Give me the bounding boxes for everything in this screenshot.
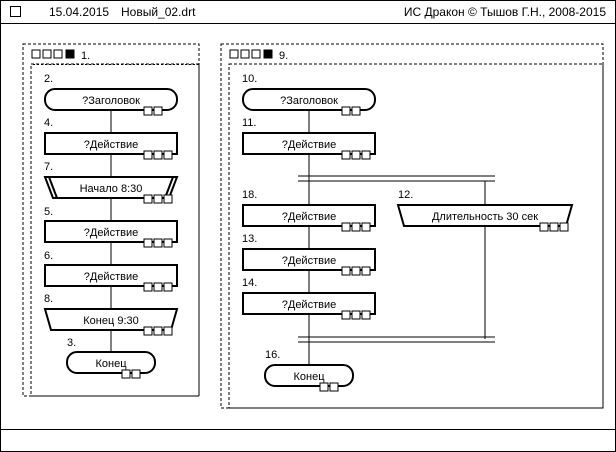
- icon-handles[interactable]: [341, 310, 371, 320]
- diagram-1: 1. 2. ?Заголовок 4. ?Действие 7. Начало …: [22, 43, 200, 397]
- icon-number: 2.: [44, 73, 53, 85]
- document-date: 15.04.2015: [49, 5, 110, 19]
- icon-handles[interactable]: [341, 150, 371, 160]
- icon-number: 14.: [242, 277, 257, 289]
- action-icon-label: ?Действие: [282, 139, 336, 151]
- action-icon-label: ?Действие: [282, 299, 336, 311]
- action-icon[interactable]: [242, 292, 376, 315]
- icon-number: 11.: [242, 117, 256, 129]
- action-icon[interactable]: [44, 220, 178, 243]
- end-icon[interactable]: [66, 351, 156, 374]
- icon-handles[interactable]: [341, 222, 371, 232]
- end-icon[interactable]: [264, 364, 354, 387]
- diagram-2-frame: [220, 43, 604, 409]
- duration-icon-label: Длительность 30 сек: [432, 211, 538, 223]
- header-icon[interactable]: [242, 88, 376, 111]
- document-filename: Новый_02.drt: [121, 5, 196, 19]
- icon-number: 18.: [242, 189, 257, 201]
- action-icon[interactable]: [242, 132, 376, 155]
- diagram-2: 9. 10. ?Заголовок 11. ?Действие 18. ?Дей…: [220, 43, 604, 409]
- end-icon-label: Конец: [95, 358, 127, 370]
- action-icon[interactable]: [242, 204, 376, 227]
- action-icon-label: ?Действие: [84, 271, 138, 283]
- period-start-label: Начало 8:30: [80, 183, 143, 195]
- icon-handles[interactable]: [143, 238, 173, 248]
- diagram-1-number: 1.: [81, 50, 90, 62]
- header-bar: 15.04.2015 Новый_02.drt ИС Дракон © Тышо…: [1, 1, 615, 24]
- period-end-label: Конец 9:30: [83, 315, 138, 327]
- icon-number: 13.: [242, 233, 257, 245]
- header-icon-label: ?Заголовок: [280, 95, 338, 107]
- diagram-1-header-icons[interactable]: [31, 49, 75, 59]
- icon-number: 3.: [67, 337, 76, 349]
- status-bar-divider: [1, 429, 615, 430]
- action-icon[interactable]: [44, 132, 178, 155]
- icon-number: 4.: [44, 117, 53, 129]
- window-menu-icon[interactable]: [10, 6, 21, 17]
- icon-number: 5.: [44, 206, 53, 218]
- icon-handles[interactable]: [539, 222, 569, 232]
- icon-handles[interactable]: [143, 150, 173, 160]
- action-icon-label: ?Действие: [84, 227, 138, 239]
- icon-handles[interactable]: [143, 282, 173, 292]
- icon-handles[interactable]: [143, 194, 173, 204]
- icon-number: 7.: [44, 161, 53, 173]
- action-icon-label: ?Действие: [282, 255, 336, 267]
- diagram-2-inner-frame: [228, 63, 604, 409]
- action-icon[interactable]: [44, 264, 178, 287]
- icon-number: 10.: [242, 73, 257, 85]
- icon-number: 8.: [44, 293, 53, 305]
- diagram-2-header-icons[interactable]: [229, 49, 273, 59]
- header-icon-label: ?Заголовок: [82, 95, 140, 107]
- icon-number: 6.: [44, 250, 53, 262]
- icon-handles[interactable]: [143, 326, 173, 336]
- icon-handles[interactable]: [341, 266, 371, 276]
- header-icon[interactable]: [44, 88, 178, 111]
- action-icon[interactable]: [242, 248, 376, 271]
- action-icon-label: ?Действие: [282, 211, 336, 223]
- icon-number: 12.: [398, 189, 413, 201]
- end-icon-label: Конец: [293, 371, 325, 383]
- action-icon-label: ?Действие: [84, 139, 138, 151]
- icon-number: 16.: [265, 349, 280, 361]
- system-copyright: ИС Дракон © Тышов Г.Н., 2008-2015: [403, 5, 606, 19]
- diagram-2-number: 9.: [279, 50, 288, 62]
